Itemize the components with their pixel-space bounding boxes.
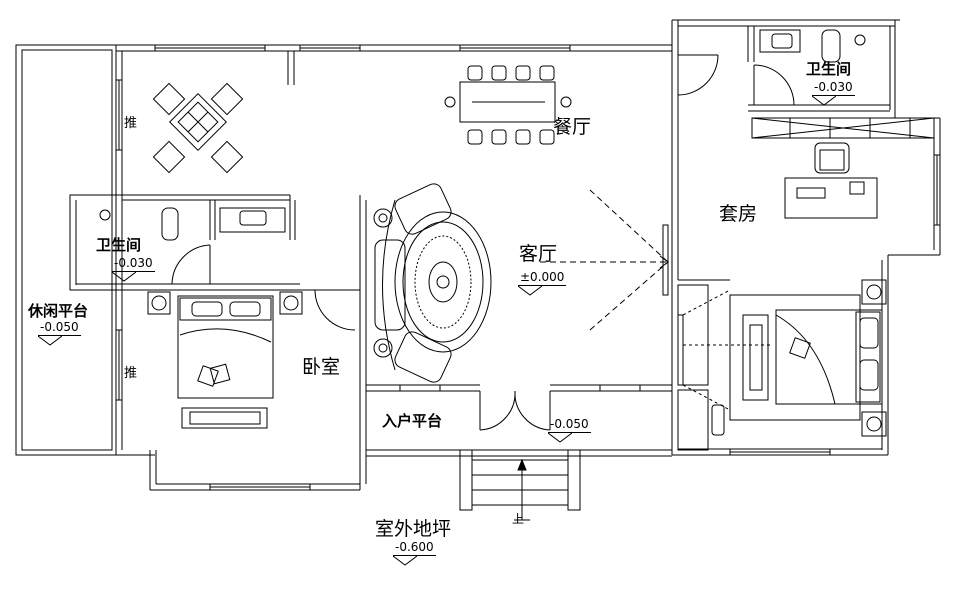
room-label-outdoor: 室外地坪 bbox=[375, 518, 452, 540]
room-label-bedroom: 卧室 bbox=[302, 356, 341, 378]
elevation-bathroom-left: -0.030 bbox=[112, 256, 155, 282]
elevation-outdoor: -0.600 bbox=[393, 540, 436, 566]
sliding-tag-bottom: 推 bbox=[124, 366, 138, 381]
doors bbox=[171, 54, 795, 431]
dining-table bbox=[444, 65, 572, 145]
tea-table-set bbox=[152, 82, 244, 174]
room-label-suite: 套房 bbox=[719, 203, 758, 225]
elevation-triangle-icon bbox=[112, 272, 136, 282]
sliding-tag-top: 推 bbox=[124, 116, 138, 131]
elevation-triangle-icon bbox=[38, 336, 62, 346]
elevation-value: -0.030 bbox=[812, 80, 855, 96]
elevation-triangle-icon bbox=[548, 433, 572, 443]
elevation-entry-platform: -0.050 bbox=[548, 417, 591, 443]
suite-bathroom-fixtures bbox=[759, 29, 866, 63]
room-label-entry-platform: 入户平台 bbox=[382, 412, 443, 430]
elevation-triangle-icon bbox=[518, 286, 542, 296]
room-label-living: 客厅 bbox=[519, 243, 558, 265]
entry-stairs bbox=[459, 449, 581, 521]
elevation-leisure-platform: -0.050 bbox=[38, 320, 81, 346]
left-bathroom-fixtures bbox=[99, 207, 286, 241]
room-label-leisure-platform: 休闲平台 bbox=[28, 302, 89, 320]
outer-walls bbox=[15, 19, 941, 491]
living-room-furniture bbox=[373, 183, 669, 383]
elevation-triangle-icon bbox=[393, 556, 417, 566]
stair-up-mark: 上 bbox=[512, 512, 525, 526]
elevation-value: -0.050 bbox=[38, 320, 81, 336]
elevation-triangle-icon bbox=[812, 96, 836, 106]
room-label-dining: 餐厅 bbox=[553, 116, 592, 138]
room-label-bathroom-left: 卫生间 bbox=[96, 236, 142, 254]
suite-furniture bbox=[677, 142, 887, 437]
elevation-value: ±0.000 bbox=[518, 270, 567, 286]
elevation-value: -0.050 bbox=[548, 417, 591, 433]
bedroom-furniture bbox=[147, 291, 303, 429]
elevation-value: -0.030 bbox=[112, 256, 155, 272]
elevation-living: ±0.000 bbox=[518, 270, 567, 296]
elevation-bathroom-right: -0.030 bbox=[812, 80, 855, 106]
internal-walls bbox=[69, 26, 935, 451]
elevation-value: -0.600 bbox=[393, 540, 436, 556]
room-label-bathroom-right: 卫生间 bbox=[806, 60, 852, 78]
